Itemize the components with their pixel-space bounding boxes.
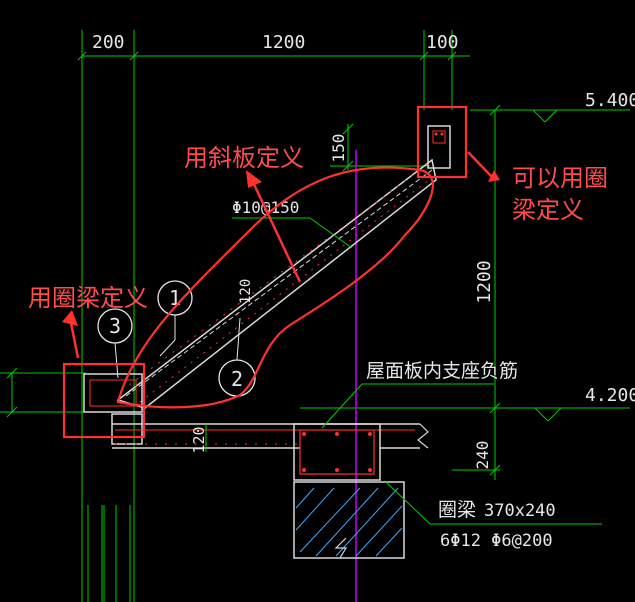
ring-beam-size: 370x240 [484,501,556,521]
ring-beam-section [293,423,381,481]
level-marker-top: 5.400 [330,90,635,167]
annotation-slab-text: 用斜板定义 [184,144,304,172]
circle-mark-1: 1 [157,280,193,357]
level-top: 5.400 [585,90,635,111]
annotation-right-beam-line1: 可以用圈 [512,164,608,192]
roof-support-label: 屋面板内支座负筋 [366,360,518,382]
ring-beam-label-group: 圈梁 370x240 6Φ12 Φ6@200 [385,481,602,551]
slab-bar-label-group: Φ10@150 [232,198,353,249]
dim-150: 150 [329,134,348,163]
dim-1200: 1200 [262,32,305,53]
dim-150-group: 150 [329,123,354,172]
dim-200: 200 [92,32,125,53]
level-bottom: 4.200 [585,385,635,406]
annotation-right-beam: 可以用圈 梁定义 [416,105,608,224]
brick-wall [293,481,405,559]
ring-beam-bars: 6Φ12 Φ6@200 [440,531,553,551]
svg-text:3: 3 [109,314,121,338]
ring-beam-label: 圈梁 [438,499,476,521]
left-level-lines [0,367,86,418]
roof-support-label-group: 屋面板内支座负筋 [321,360,518,429]
slab-thickness-mark: 120 [238,279,254,304]
slab-thickness-120: 120 [190,426,208,453]
annotation-left-beam: 用圈梁定义 [28,284,148,439]
top-dimension-chain: 200 1200 100 [77,30,470,602]
dim-240: 240 [473,441,492,470]
svg-text:2: 2 [231,367,243,391]
annotation-slab: 用斜板定义 [116,144,434,409]
circle-mark-3: 3 [97,308,133,379]
dim-100: 100 [426,32,459,53]
annotation-left-beam-text: 用圈梁定义 [28,284,148,312]
dim-1200-vertical: 1200 [474,260,495,303]
left-ring-beam [83,373,143,445]
level-marker-bottom: 4.200 [300,385,635,422]
lower-grid-lines [87,505,131,602]
top-ring-beam [427,125,451,169]
annotation-right-beam-line2: 梁定义 [512,196,584,224]
